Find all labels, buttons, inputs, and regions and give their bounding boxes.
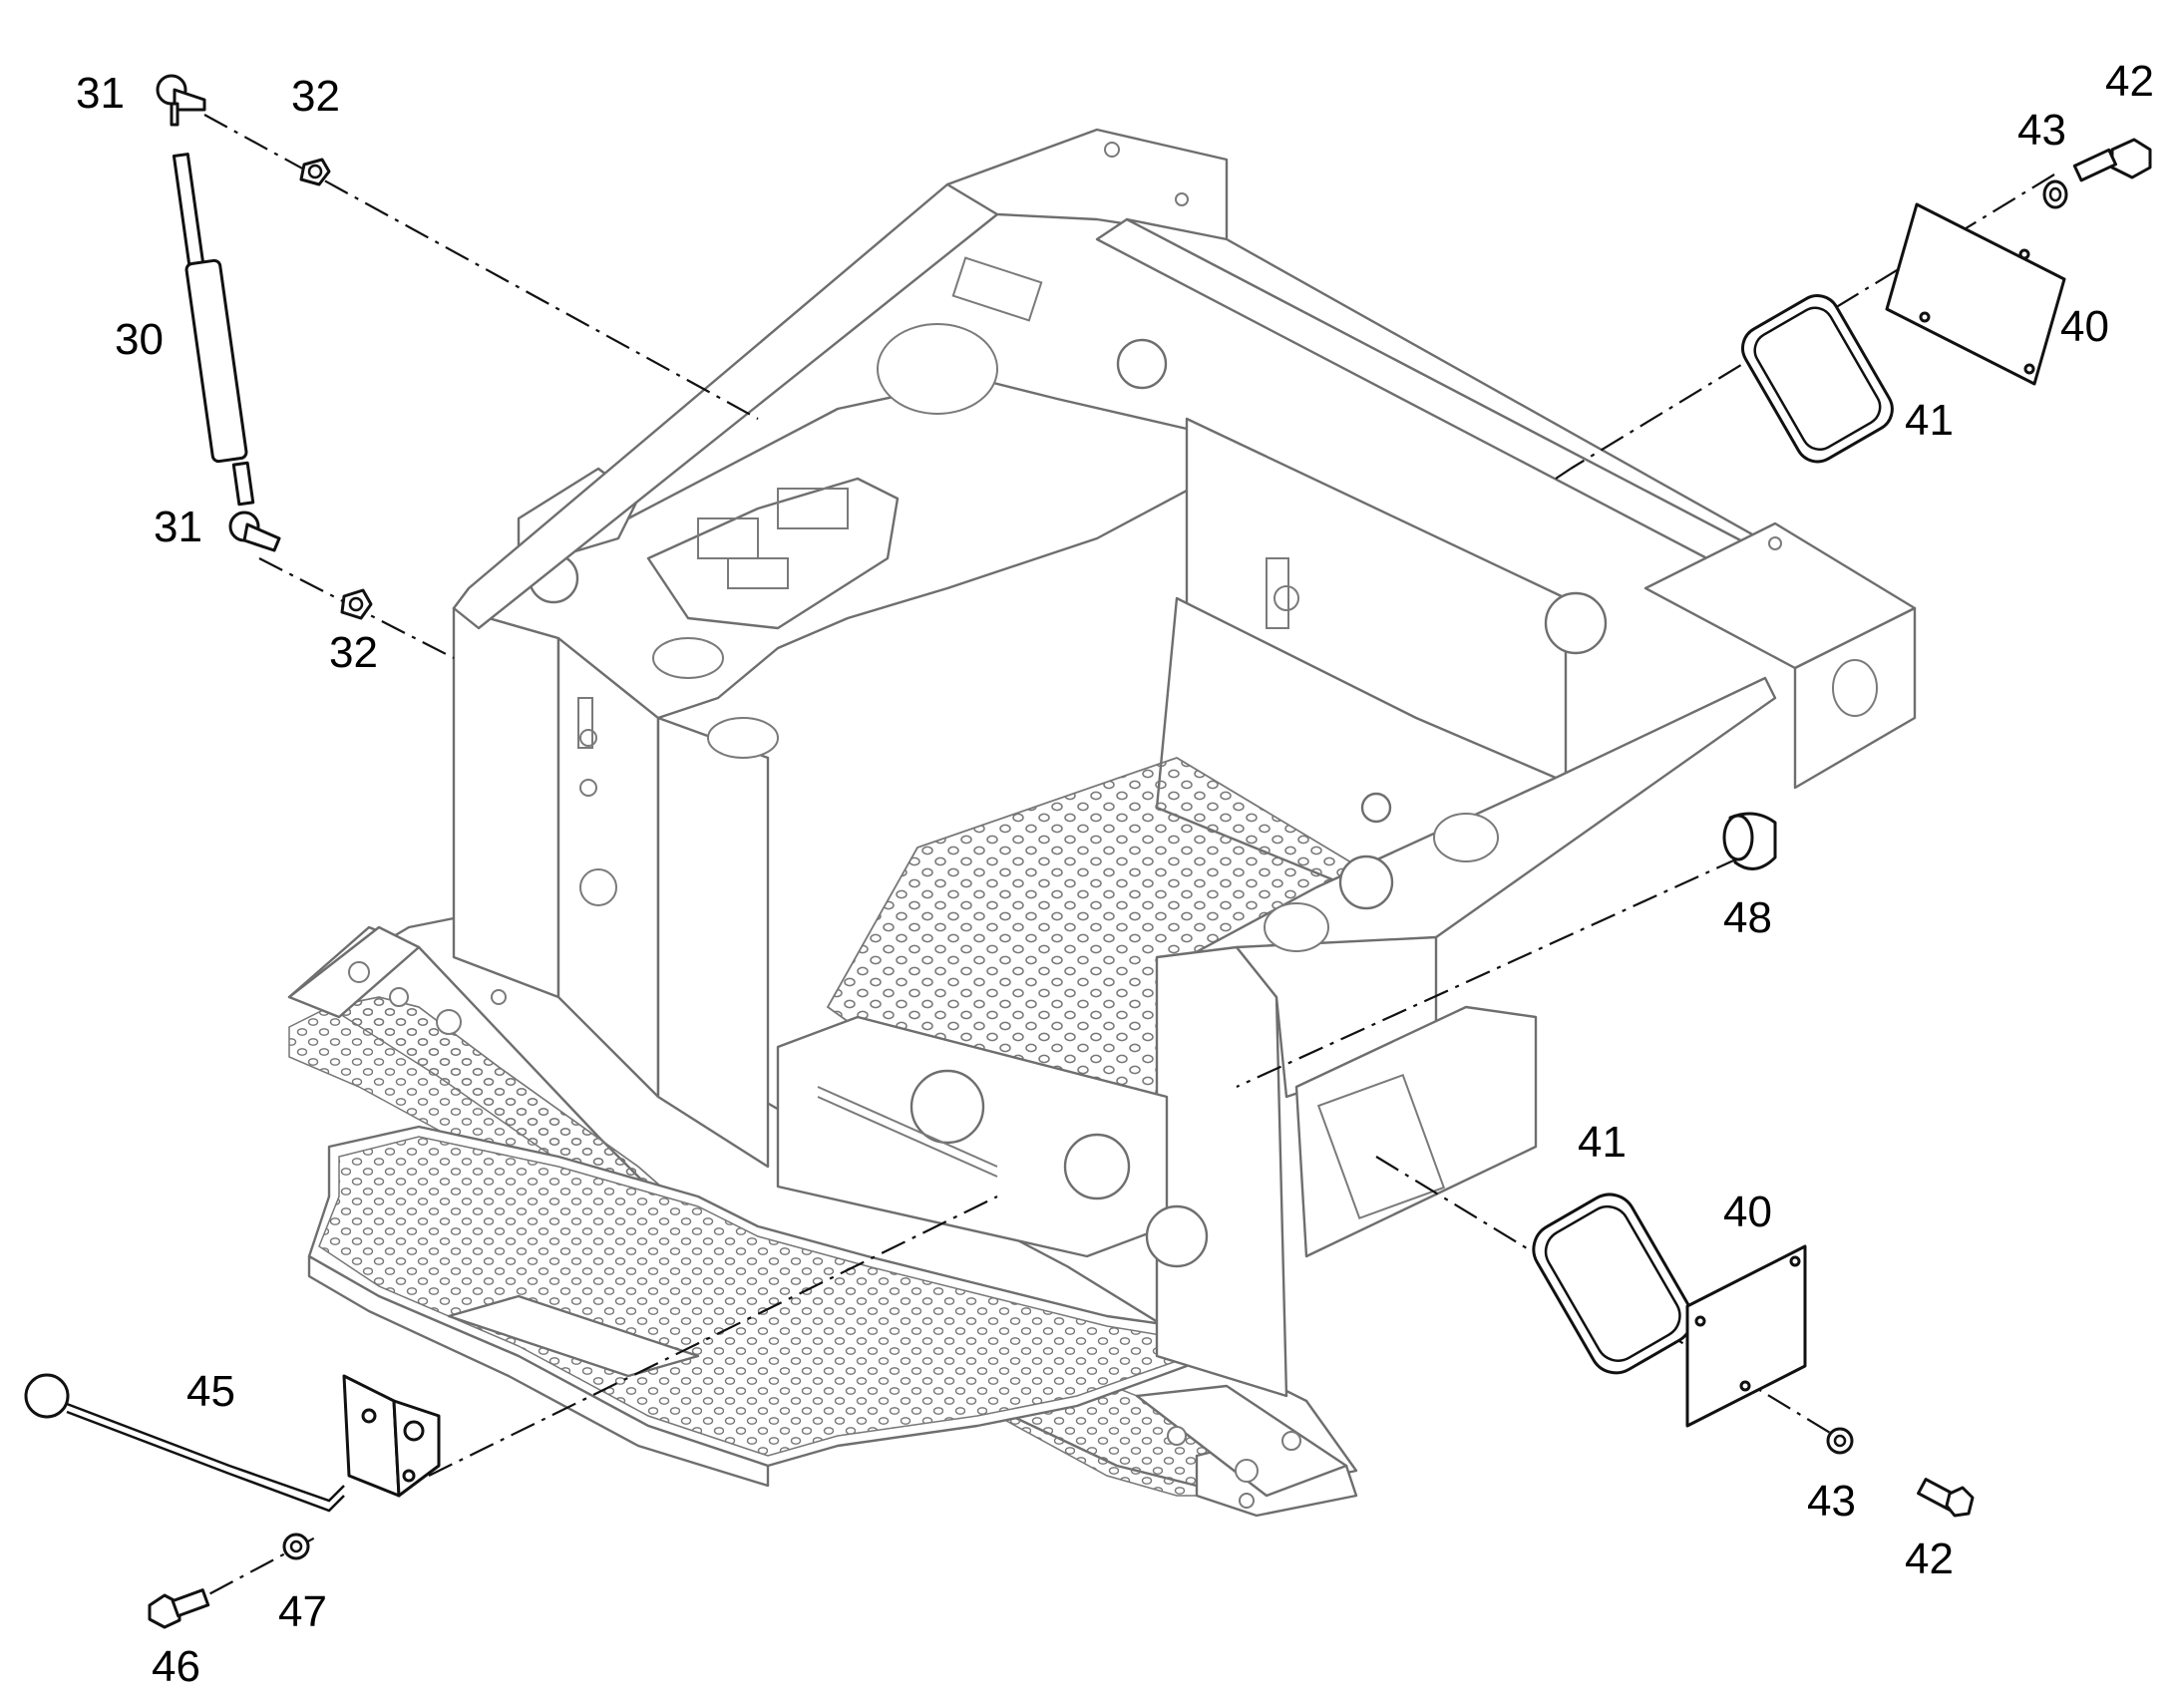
callout-45: 45 — [186, 1367, 235, 1416]
washer-43-lower — [1826, 1427, 1854, 1455]
nut-32-upper — [299, 158, 331, 186]
callout-40-upper: 40 — [2060, 302, 2109, 351]
callout-48: 48 — [1723, 893, 1772, 942]
callout-43-lower: 43 — [1807, 1477, 1856, 1526]
callout-43-upper: 43 — [2017, 106, 2066, 155]
gas-strut-30 — [156, 74, 281, 552]
washer-47 — [282, 1533, 310, 1560]
cover-plate-40-upper — [1885, 202, 2066, 386]
lever-45 — [24, 1373, 441, 1513]
bolt-42-upper — [2072, 138, 2152, 182]
callout-31-upper: 31 — [76, 69, 125, 118]
washer-43-upper — [2042, 179, 2068, 209]
rubber-bumper-48 — [1722, 812, 1777, 870]
callout-41-upper: 41 — [1905, 396, 1954, 445]
callout-47: 47 — [278, 1587, 327, 1636]
callout-32-upper: 32 — [291, 72, 340, 121]
gasket-41-lower — [1532, 1193, 1694, 1375]
nut-32-lower — [340, 588, 373, 620]
callout-40-lower: 40 — [1723, 1188, 1772, 1236]
callout-labels: 31 32 30 31 32 42 43 40 41 48 41 40 43 4… — [76, 57, 2154, 1691]
callout-31-lower: 31 — [154, 503, 202, 551]
callout-46: 46 — [152, 1642, 200, 1691]
callout-42-upper: 42 — [2105, 57, 2154, 106]
callout-41-lower: 41 — [1578, 1118, 1627, 1167]
callout-42-lower: 42 — [1905, 1535, 1954, 1583]
bolt-42-lower — [1917, 1478, 1975, 1518]
bolt-46 — [148, 1588, 210, 1629]
callout-32-lower: 32 — [329, 628, 378, 677]
cover-plate-40-lower — [1685, 1244, 1807, 1428]
callout-30: 30 — [115, 315, 164, 364]
gasket-41-upper — [1741, 294, 1894, 464]
cab-frame — [287, 128, 1917, 1518]
